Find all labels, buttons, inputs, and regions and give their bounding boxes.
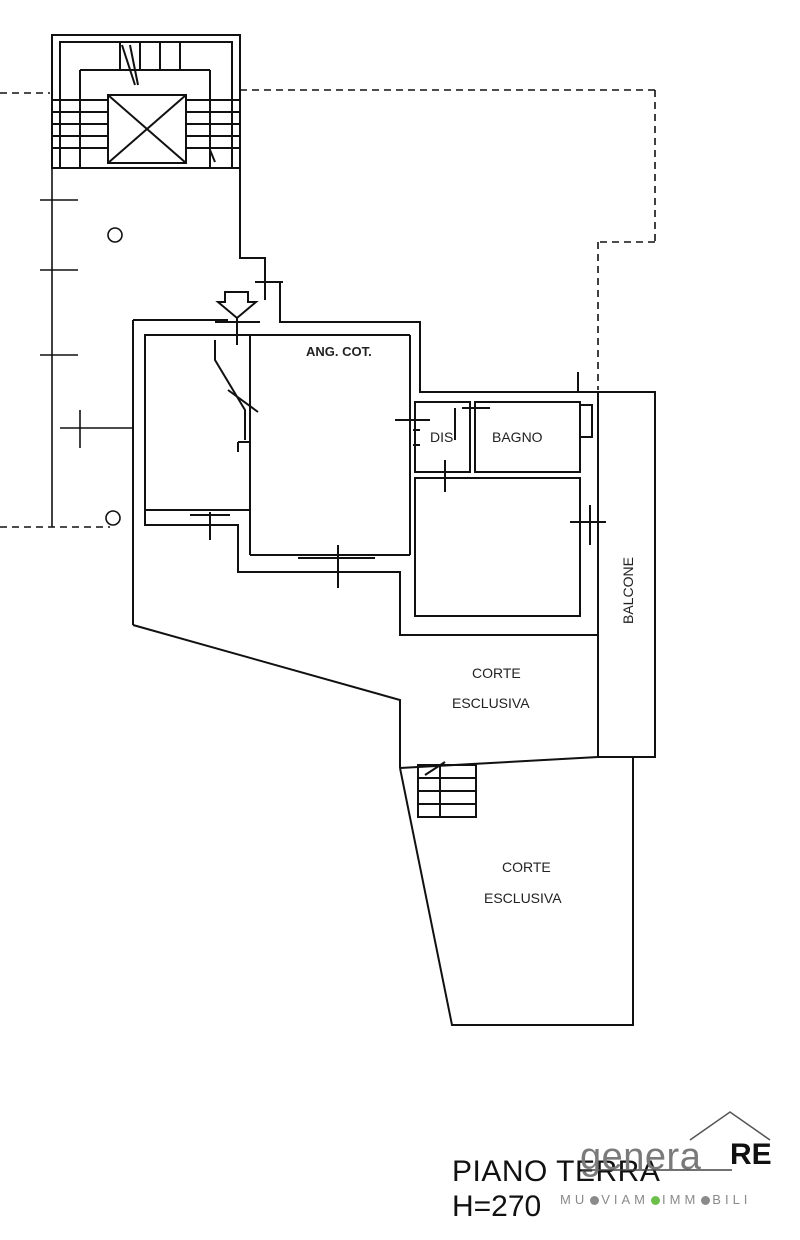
court-walls <box>132 624 634 1026</box>
house-roof-icon <box>582 1111 771 1171</box>
label-kitchen: ANG. COT. <box>306 344 372 359</box>
house-walls <box>132 168 598 636</box>
label-court-1-line-2: ESCLUSIVA <box>452 695 530 711</box>
label-bath: BAGNO <box>492 429 543 445</box>
label-balcony: BALCONE <box>620 557 636 624</box>
logo-subtitle: MU VIAM IMM BILI <box>560 1192 751 1207</box>
logo-sub-part-4: BILI <box>712 1192 752 1207</box>
label-court-1-line-1: CORTE <box>472 665 521 681</box>
balcony-walls <box>597 391 656 758</box>
dot-gray-icon <box>701 1196 711 1206</box>
dashed-boundary <box>0 89 656 528</box>
label-court-2-line-2: ESCLUSIVA <box>484 890 562 906</box>
label-hall: DIS <box>430 429 453 445</box>
left-area <box>40 168 133 527</box>
logo-sub-part-1: MU <box>560 1192 589 1207</box>
dot-gray-icon <box>590 1196 600 1206</box>
floor-title: PIANO TERRA <box>452 1155 661 1188</box>
service-rooms <box>395 401 606 617</box>
logo-sub-part-2: VIAM <box>601 1192 650 1207</box>
brand-logo: genera RE MU VIAM IMM BILI <box>560 1110 800 1220</box>
dot-green-icon <box>651 1196 661 1206</box>
label-court-2-line-1: CORTE <box>502 859 551 875</box>
logo-wordmark: genera <box>580 1136 702 1178</box>
logo-re: RE <box>730 1138 772 1171</box>
staircase-top <box>51 34 241 169</box>
floor-height: H=270 <box>452 1190 542 1223</box>
logo-sub-part-3: IMM <box>662 1192 700 1207</box>
